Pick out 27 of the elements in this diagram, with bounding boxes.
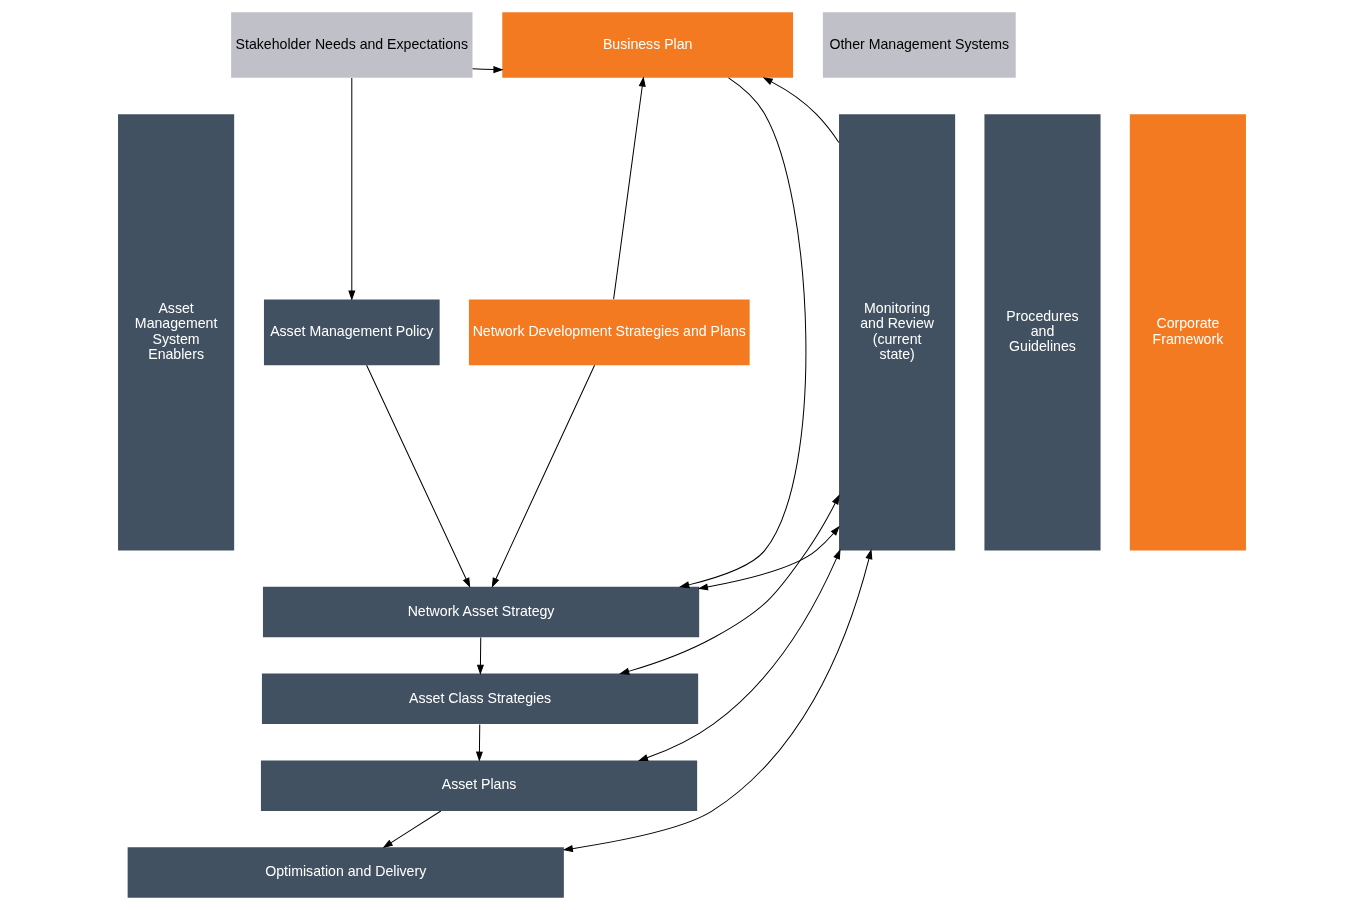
node-box: Monitoring and Review (current state) xyxy=(838,114,955,551)
arrow xyxy=(382,810,441,849)
node-box: Network Asset Strategy xyxy=(262,586,699,638)
node-box: Other Management Systems xyxy=(822,12,1016,78)
node-box: Asset Class Strategies xyxy=(261,673,698,725)
arrow xyxy=(365,364,470,588)
arrow xyxy=(471,66,503,74)
arrow xyxy=(637,549,841,761)
arrow xyxy=(678,77,806,589)
arrow xyxy=(612,76,646,300)
node-box: Stakeholder Needs and Expectations xyxy=(230,12,472,78)
node-box: Asset Plans xyxy=(260,760,697,811)
node-box: Network Development Strategies and Plans xyxy=(468,299,750,366)
node-box: Asset Management System Enablers xyxy=(117,114,234,551)
arrow xyxy=(491,364,595,588)
node-box: Procedures and Guidelines xyxy=(983,114,1101,551)
arrow xyxy=(562,549,872,853)
arrow xyxy=(476,637,484,675)
arrow xyxy=(475,723,483,762)
node-box: Business Plan xyxy=(501,12,793,78)
arrow xyxy=(762,77,839,143)
arrow xyxy=(697,525,840,591)
node-box: Asset Management Policy xyxy=(263,299,440,366)
node-box: Optimisation and Delivery xyxy=(127,847,564,898)
arrow xyxy=(347,77,355,301)
arrow xyxy=(618,494,840,675)
node-box: Corporate Framework xyxy=(1129,114,1246,551)
